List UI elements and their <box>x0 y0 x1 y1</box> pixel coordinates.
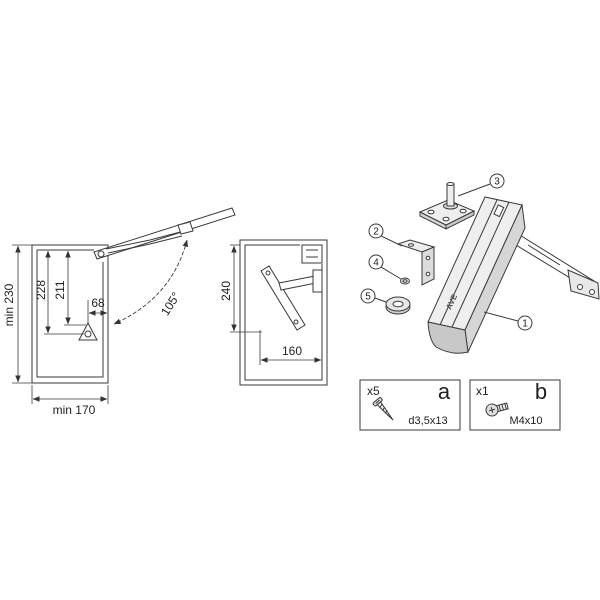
dimension-160-label: 160 <box>282 344 302 358</box>
callout-2-label: 2 <box>373 227 379 238</box>
unit-groove <box>451 201 510 328</box>
dimension-228: 228 <box>34 250 84 335</box>
part-2-angle-bracket <box>396 239 436 286</box>
dimension-68-label: 68 <box>91 296 105 310</box>
part-4-ring <box>400 277 410 285</box>
hardware-a-letter: a <box>438 379 451 404</box>
opening-angle-arc <box>113 239 189 325</box>
pivot-marker <box>78 321 98 341</box>
part-3-plate-with-pin <box>418 182 476 230</box>
unit-groove <box>439 199 498 326</box>
mechanism-screw <box>293 319 299 325</box>
unit-end-cap <box>427 321 469 354</box>
cabinet <box>31 244 109 384</box>
callout-1-label: 1 <box>522 319 528 330</box>
arm-end-hole <box>589 289 595 295</box>
hardware-a-qty: x5 <box>367 384 380 398</box>
plate-hole <box>459 208 467 214</box>
cabinet-outline <box>31 244 109 384</box>
mechanism-screw <box>265 270 271 276</box>
callout-1: 1 <box>483 311 533 331</box>
bracket-hole <box>425 271 431 277</box>
plate-hole <box>427 209 435 215</box>
dimension-240-label: 240 <box>219 281 233 301</box>
cabinet-inner-wall <box>36 250 104 378</box>
bracket-hole <box>425 255 431 261</box>
dimension-min-230-label: min 230 <box>2 283 16 326</box>
unit-cutout <box>493 204 505 218</box>
hardware-b-letter: b <box>535 379 547 404</box>
dimension-240: 240 <box>219 244 262 333</box>
hardware-b-frame <box>469 379 561 431</box>
callout-2: 2 <box>368 223 403 247</box>
pivot-circle <box>84 330 92 338</box>
callout-5: 5 <box>360 288 387 304</box>
mechanism-body <box>260 265 306 331</box>
pin <box>446 183 455 207</box>
hardware-a-box: x5 a d3,5x13 <box>359 379 461 431</box>
mounting-cabinet <box>239 239 328 386</box>
flap-hinge <box>97 250 105 258</box>
mounted-mechanism <box>260 265 323 331</box>
arm-bracket <box>177 221 194 235</box>
hardware-b-size: M4x10 <box>509 415 542 427</box>
callout-5-label: 5 <box>365 292 371 303</box>
callout-3: 3 <box>457 173 505 197</box>
pin-top <box>446 182 455 186</box>
callout-4-label: 4 <box>373 258 379 269</box>
exploded-view: AVE <box>360 173 600 354</box>
wood-screw-icon <box>372 397 394 421</box>
machine-screw-icon <box>485 402 509 417</box>
callout-3-label: 3 <box>494 177 500 188</box>
bracket-leg <box>421 246 435 286</box>
mounting-view: 240 160 <box>219 239 328 386</box>
dimension-160: 160 <box>259 330 322 365</box>
link-bracket <box>312 269 323 293</box>
washer-inner <box>392 300 404 308</box>
mounting-cabinet-outline <box>239 239 328 386</box>
arm-end-hole <box>577 284 583 290</box>
hardware-a-size: d3,5x13 <box>408 415 447 427</box>
dimension-211: 211 <box>53 250 86 326</box>
mounting-cabinet-inner <box>244 244 323 381</box>
plate-top <box>418 199 476 226</box>
dimension-min-170-label: min 170 <box>53 403 96 417</box>
ring-inner <box>402 279 408 283</box>
dimension-68: 68 <box>87 296 108 323</box>
bracket-hole <box>408 243 414 247</box>
plate-hole <box>442 216 450 222</box>
dimension-min-230: min 230 <box>2 244 32 384</box>
side-view: min 230 228 211 68 105° <box>2 207 236 417</box>
dimension-211-label: 211 <box>53 280 67 299</box>
dimension-min-170: min 170 <box>31 385 109 417</box>
part-1-lift-unit: AVE <box>427 196 600 354</box>
top-hinge-bracket <box>301 244 323 264</box>
dimension-228-label: 228 <box>34 280 48 300</box>
hardware-b-box: x1 b M4x10 <box>469 379 561 431</box>
callout-4: 4 <box>368 254 402 280</box>
part-5-washer <box>385 296 411 315</box>
hardware-b-qty: x1 <box>476 384 489 398</box>
